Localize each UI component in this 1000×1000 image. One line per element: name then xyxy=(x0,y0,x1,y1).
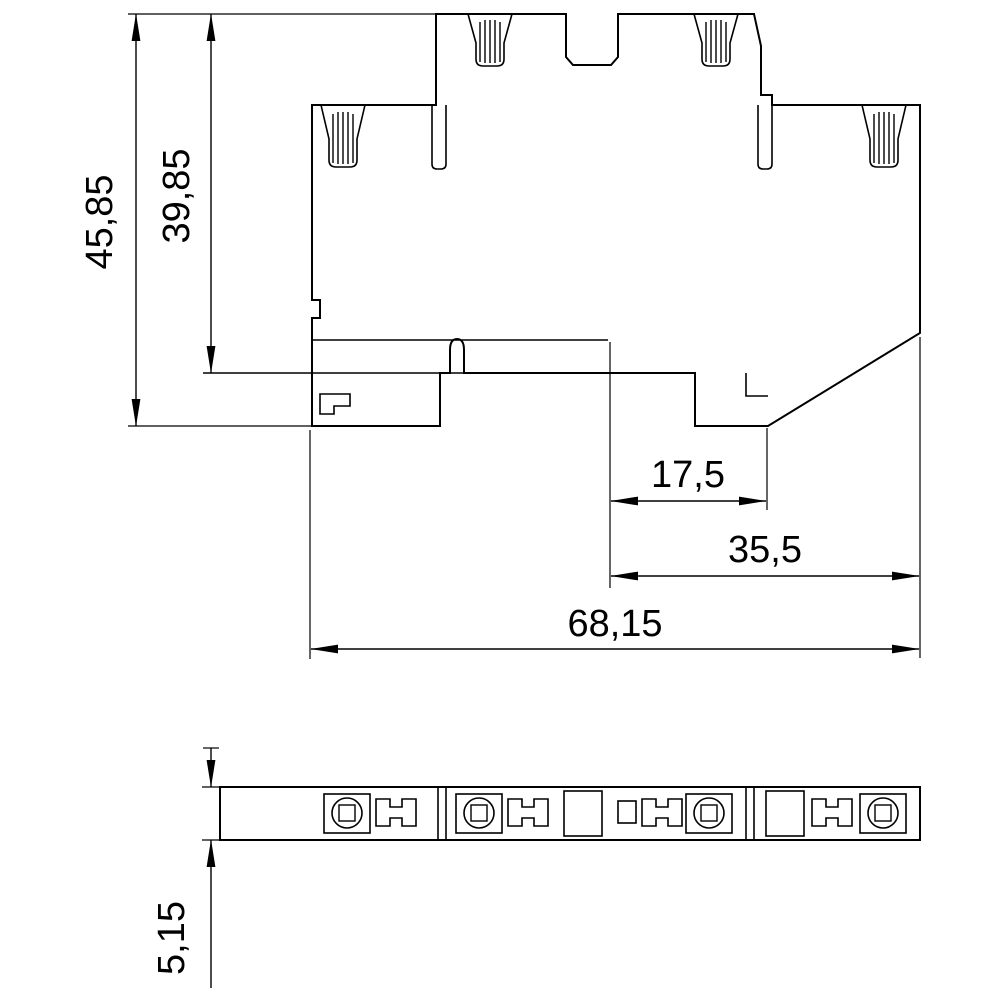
screw-module-3 xyxy=(685,793,733,834)
dim-label-rail-span: 35,5 xyxy=(728,529,802,571)
profile-outline xyxy=(311,13,921,427)
dimension-overall-width: 68,15 xyxy=(309,430,920,659)
contact-slot-2 xyxy=(507,798,549,827)
foot-groove-detail xyxy=(319,393,351,415)
dim-label-base-thickness: 5,15 xyxy=(151,901,193,975)
screw-module-4 xyxy=(859,793,907,834)
screw-module-1 xyxy=(323,793,371,834)
clamp-opening-lower-left xyxy=(320,104,366,168)
dim-label-overall-width: 68,15 xyxy=(567,603,662,645)
dimension-upper-height: 39,85 xyxy=(156,13,216,374)
dimension-overall-height: 45,85 xyxy=(79,13,436,427)
clamp-opening-upper-right xyxy=(693,13,739,67)
test-point-1 xyxy=(617,800,637,824)
window-opening-1 xyxy=(563,790,603,837)
contact-slot-4 xyxy=(811,798,853,827)
right-slot-detail xyxy=(757,105,773,170)
window-opening-2 xyxy=(765,790,805,837)
dim-label-upper-height: 39,85 xyxy=(156,148,198,243)
dimension-rail-span: 35,5 xyxy=(610,337,921,658)
screw-module-2 xyxy=(455,793,503,834)
dimension-foot-offset: 17,5 xyxy=(609,342,768,588)
dimension-annotations: 45,85 39,85 17,5 35,5 68,15 xyxy=(79,13,921,988)
left-slot-detail xyxy=(431,105,447,170)
base-strip-view xyxy=(219,786,921,841)
dim-label-overall-height: 45,85 xyxy=(79,174,121,269)
clamp-opening-lower-right xyxy=(861,104,907,168)
side-profile-view xyxy=(203,13,921,427)
contact-slot-3 xyxy=(641,798,683,827)
contact-slot-1 xyxy=(375,798,417,827)
dimension-base-thickness: 5,15 xyxy=(151,747,222,988)
dim-label-foot-offset: 17,5 xyxy=(651,454,725,496)
clamp-opening-upper-left xyxy=(467,13,513,67)
right-foot-step-detail xyxy=(745,373,768,397)
strip-outline xyxy=(219,786,921,841)
